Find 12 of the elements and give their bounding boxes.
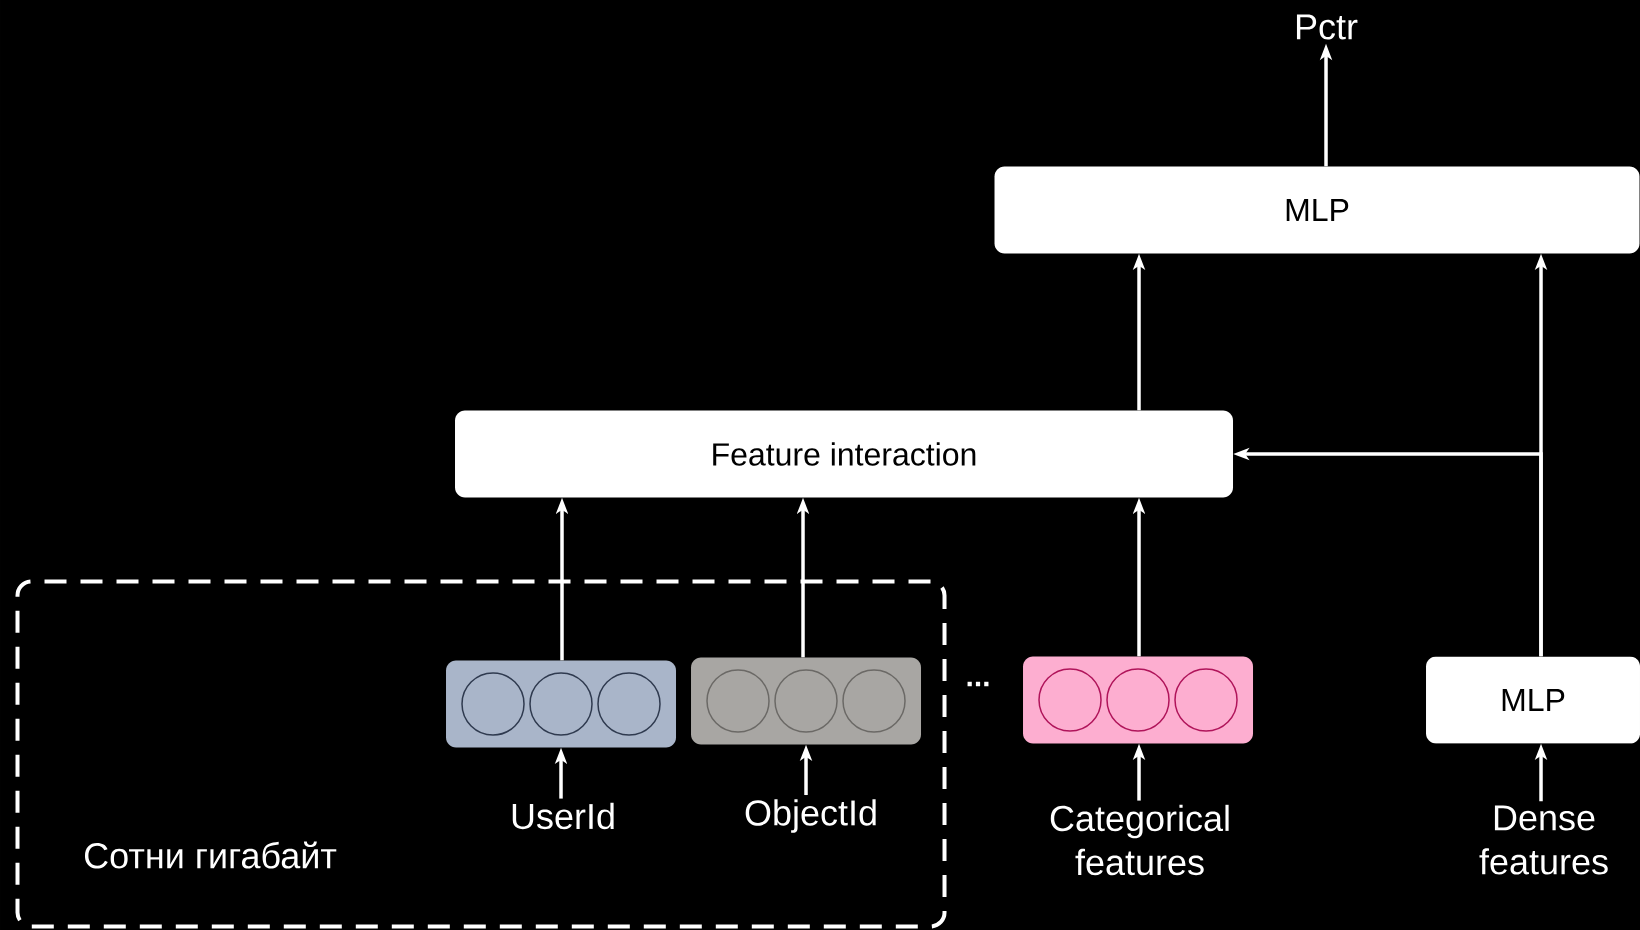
- process-box: MLP: [994, 166, 1640, 254]
- node-label: Pctr: [1296, 14, 1358, 40]
- process-box: Feature interaction: [455, 410, 1233, 498]
- embedding-box: [1023, 656, 1253, 744]
- node-label: Dense features: [1479, 805, 1608, 875]
- process-box: MLP: [1426, 656, 1640, 744]
- node-label: Categorical features: [1050, 804, 1229, 876]
- embedding-box: [691, 657, 921, 745]
- ellipsis-label: ...: [967, 681, 989, 687]
- node-label: ObjectId: [745, 799, 876, 833]
- embedding-box: [446, 660, 676, 748]
- node-label: UserId: [512, 802, 614, 830]
